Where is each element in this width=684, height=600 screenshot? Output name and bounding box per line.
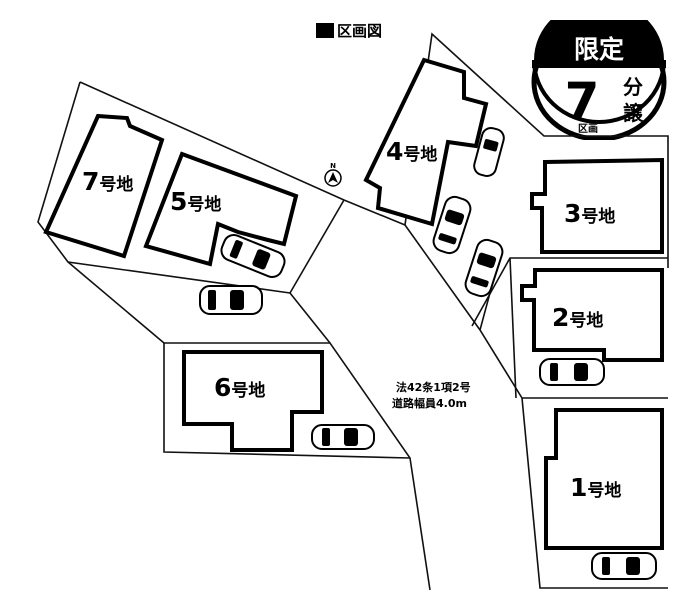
car-icon [473, 126, 505, 178]
car-icon [539, 358, 605, 386]
north-arrow-icon: N [324, 162, 342, 187]
badge-unit-small: 区画 [578, 123, 598, 135]
lot-1-label: 1号地 [570, 473, 621, 502]
lot-3-label: 3号地 [564, 199, 615, 228]
house-1-footprint [544, 408, 664, 550]
house-5-footprint [143, 151, 299, 267]
parking-cars [199, 126, 657, 580]
north-label: N [330, 162, 336, 170]
house-3-footprint [530, 157, 664, 254]
badge-top-text: 限定 [574, 35, 624, 64]
badge-unit-right-1: 分 [623, 75, 643, 99]
house-4-footprint [363, 57, 489, 227]
road-note-line-1: 法42条1項2号 [396, 380, 471, 394]
lot-2-label: 2号地 [552, 303, 603, 332]
lot-7-label: 7号地 [82, 167, 133, 196]
title-square-icon [316, 23, 334, 38]
car-icon [591, 552, 657, 580]
car-icon [432, 195, 472, 255]
car-icon [220, 233, 286, 279]
lot-4-label: 4号地 [386, 137, 437, 166]
plan-title: 区画図 [316, 20, 382, 41]
lot-6-label: 6号地 [214, 373, 265, 402]
limited-lots-badge: 限定 7 区画 分 譲 [531, 20, 667, 140]
house-7-footprint [43, 113, 165, 259]
car-icon [464, 238, 504, 298]
badge-count-text: 7 [565, 72, 600, 130]
house-6-footprint [182, 350, 324, 452]
road-note-line-2: 道路幅員4.0m [392, 396, 467, 410]
lot-labels: 7号地 5号地 4号地 3号地 2号地 6号地 1号地 [82, 137, 621, 502]
house-2-footprint [520, 268, 664, 362]
car-icon [199, 285, 263, 315]
road-note: 法42条1項2号 道路幅員4.0m [392, 380, 471, 410]
plan-title-text: 区画図 [337, 22, 383, 40]
car-icon [311, 424, 375, 450]
lot-5-label: 5号地 [170, 187, 221, 216]
badge-unit-right-2: 譲 [623, 101, 644, 125]
